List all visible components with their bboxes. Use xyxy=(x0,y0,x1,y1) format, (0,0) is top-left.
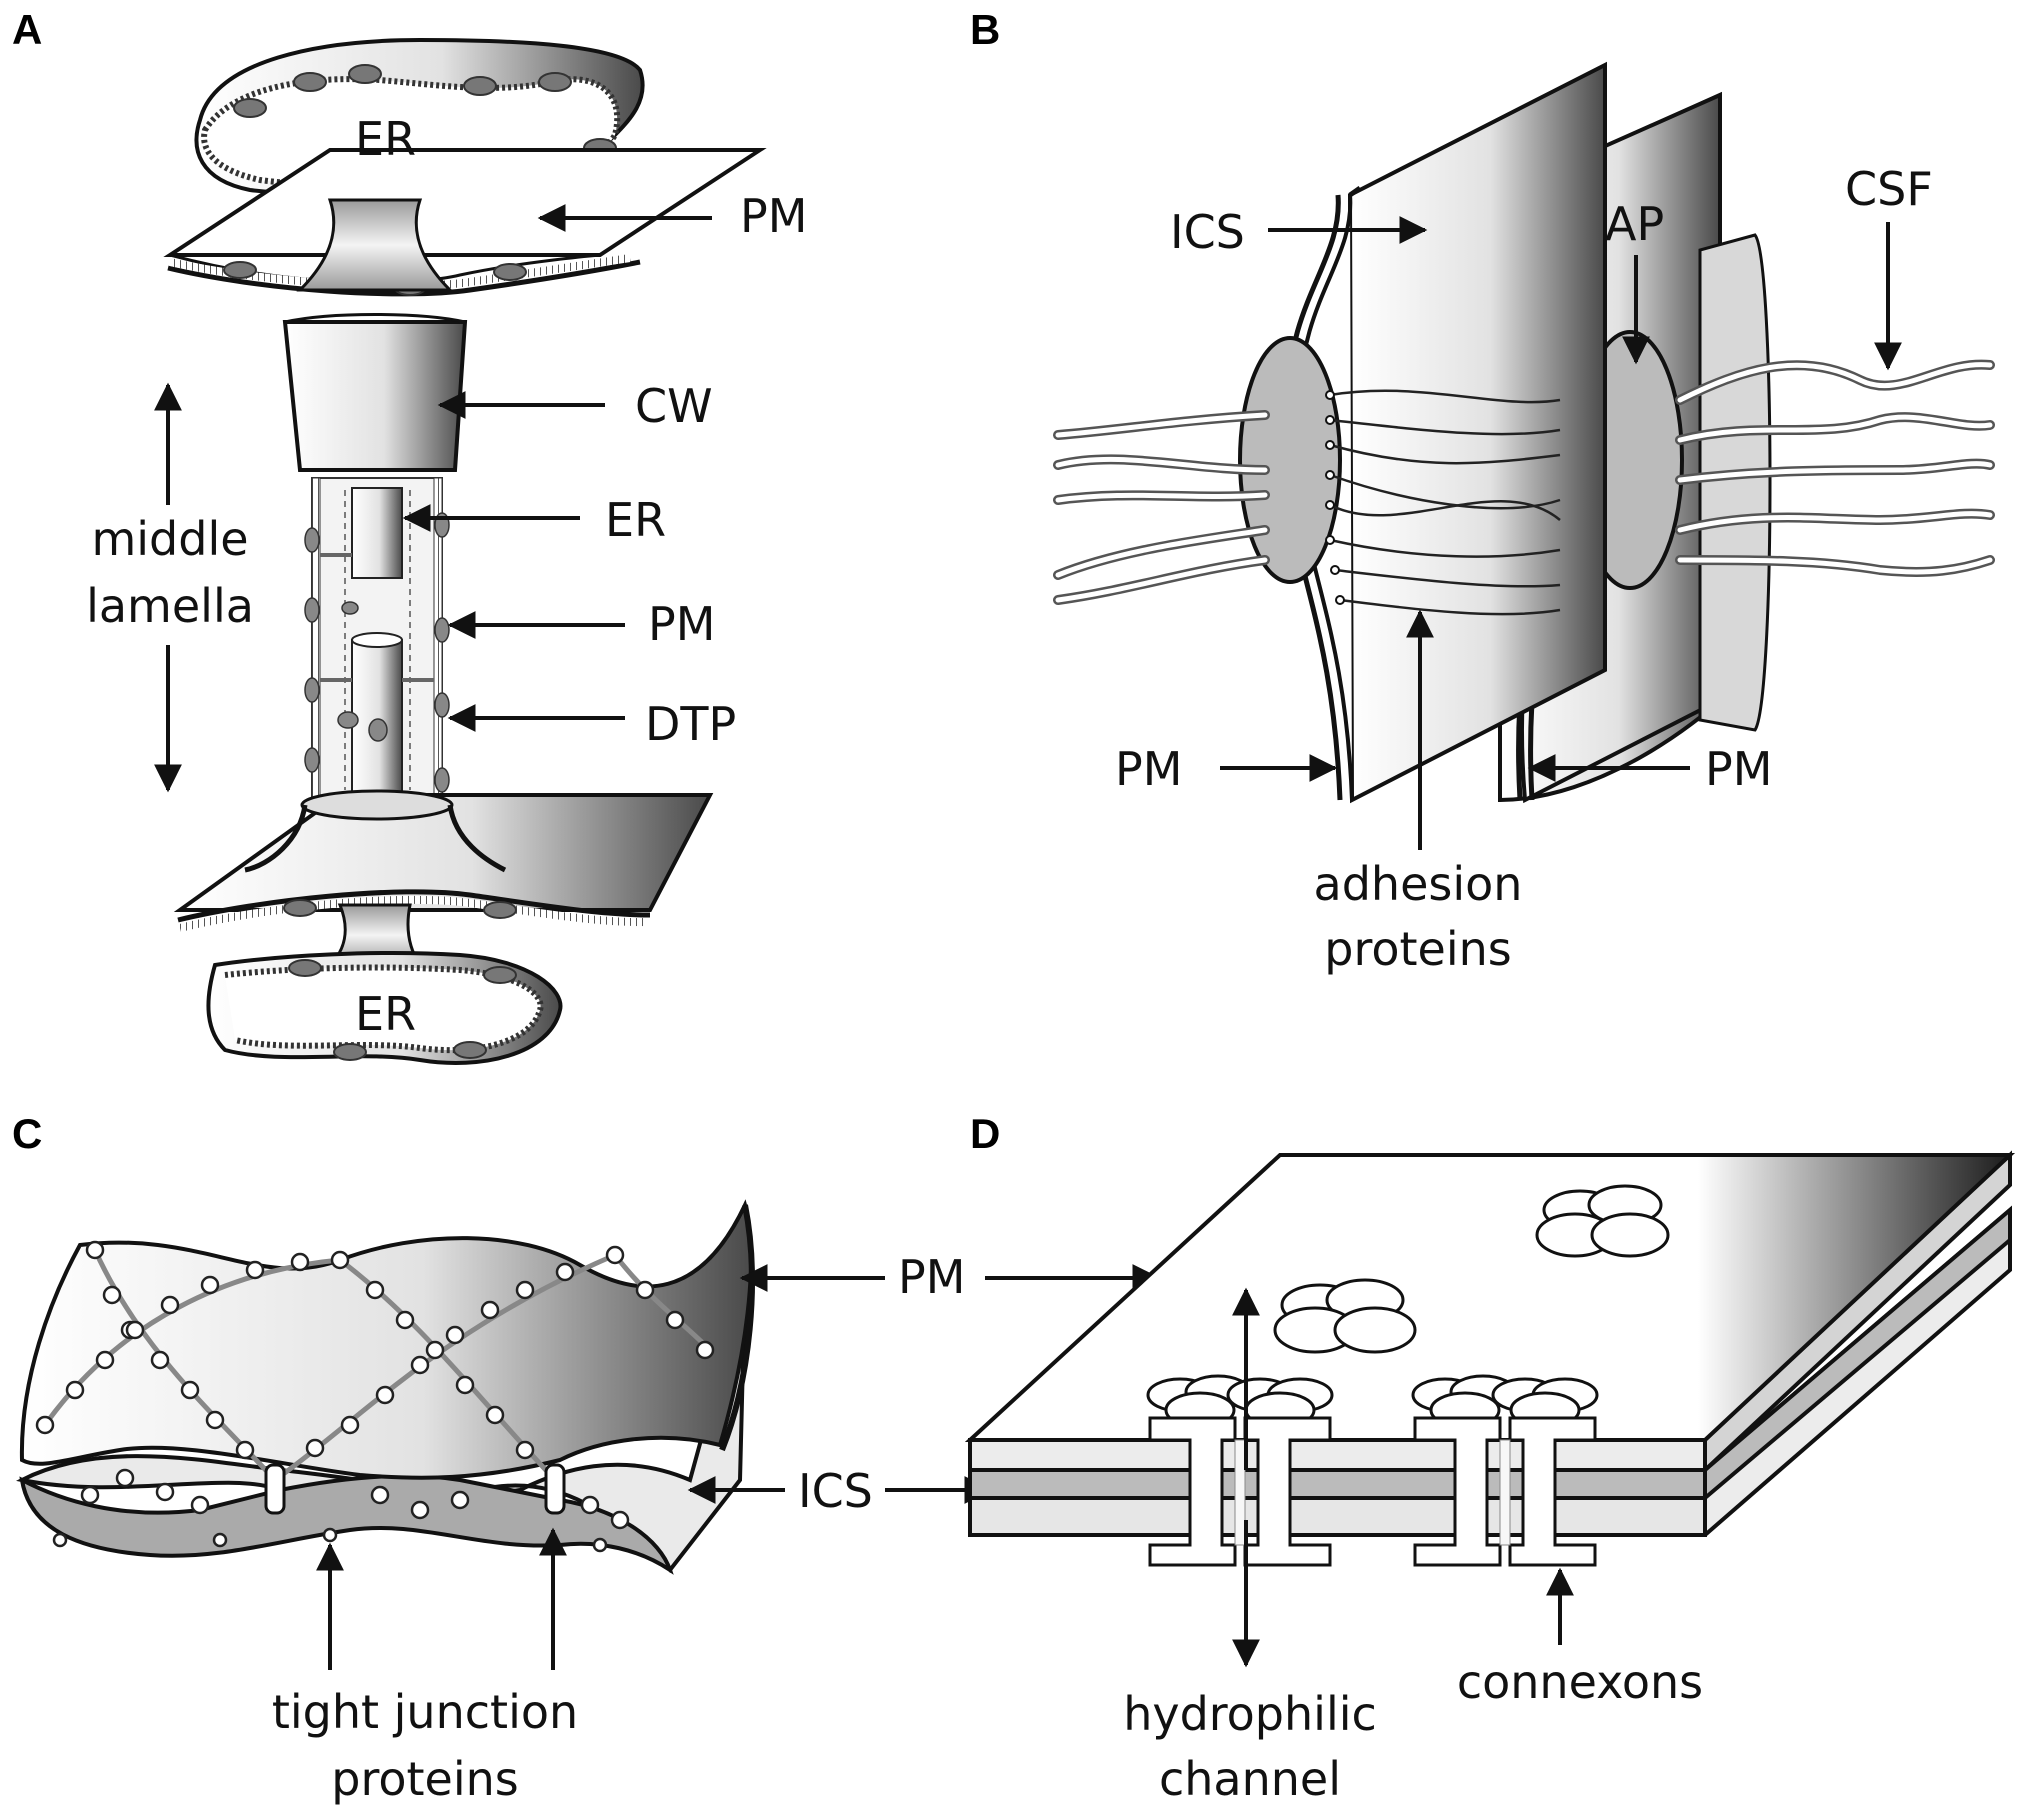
adhesion-protein-fibres xyxy=(1329,389,1561,616)
pm-plate-top xyxy=(163,148,767,297)
label-ics-b: ICS xyxy=(1170,205,1245,259)
panel-b-letter: B xyxy=(970,6,1000,53)
panel-b: B xyxy=(970,6,1995,976)
label-tight-junction: tight junction xyxy=(272,1685,578,1739)
tj-kiss-point-1 xyxy=(264,1463,286,1515)
cell-wall-cylinder xyxy=(282,313,468,472)
label-pm-right-b: PM xyxy=(1705,742,1772,796)
lower-sheet-beads xyxy=(52,1468,630,1553)
tj-kiss-point-2 xyxy=(544,1463,566,1515)
label-er-bottom: ER xyxy=(355,987,416,1041)
pm-plate-bottom xyxy=(173,789,714,932)
label-pm-left-b: PM xyxy=(1115,742,1182,796)
panel-c: C xyxy=(12,1110,1161,1806)
label-channel: channel xyxy=(1159,1752,1341,1806)
csf-left xyxy=(1053,410,1270,605)
label-hydrophilic: hydrophilic xyxy=(1123,1687,1377,1741)
plasmodesma-channel xyxy=(304,477,450,803)
ics-band-d xyxy=(968,1468,1707,1500)
label-tight-junction-proteins: proteins xyxy=(331,1752,518,1806)
connexon-rosette-1 xyxy=(1273,1278,1417,1354)
label-connexons: connexons xyxy=(1457,1655,1703,1709)
label-ics-c: ICS xyxy=(798,1464,873,1518)
panel-a: A xyxy=(12,6,807,1065)
pm-upper-sheet xyxy=(19,1199,753,1480)
label-dtp: DTP xyxy=(645,697,736,751)
panel-d: D xyxy=(964,1110,2016,1806)
label-csf: CSF xyxy=(1845,162,1933,216)
panel-d-letter: D xyxy=(970,1110,1000,1157)
er-sac-bottom xyxy=(206,903,563,1065)
connexon-pair-2 xyxy=(1411,1374,1599,1567)
label-ap: AP xyxy=(1605,197,1664,251)
label-adhesion-proteins: proteins xyxy=(1324,922,1511,976)
adhesion-plaque-left xyxy=(1238,336,1342,584)
panel-c-letter: C xyxy=(12,1110,42,1157)
connexon-rosette-2 xyxy=(1535,1184,1670,1258)
panel-a-letter: A xyxy=(12,6,42,53)
connexon-pair-1 xyxy=(1146,1374,1334,1567)
tj-protein-beads xyxy=(35,1240,715,1460)
label-pm-top: PM xyxy=(740,189,807,243)
label-er-mid: ER xyxy=(605,493,666,547)
label-er-top: ER xyxy=(355,112,416,166)
label-lamella: lamella xyxy=(86,579,254,633)
label-pm-c: PM xyxy=(898,1250,965,1304)
label-cw: CW xyxy=(635,379,713,433)
label-adhesion: adhesion xyxy=(1314,857,1523,911)
label-middle: middle xyxy=(91,512,248,566)
label-pm-mid: PM xyxy=(648,597,715,651)
